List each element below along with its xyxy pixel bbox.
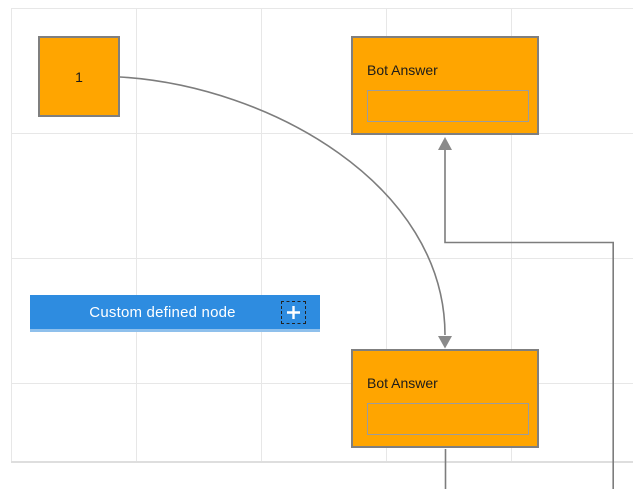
plus-icon[interactable] xyxy=(281,300,306,324)
answer-field[interactable] xyxy=(367,90,529,122)
custom-defined-node-button[interactable]: Custom defined node xyxy=(30,295,320,332)
node-title: Bot Answer xyxy=(367,375,438,391)
node-bot-answer-top[interactable]: Bot Answer xyxy=(351,36,539,135)
node-start-label: 1 xyxy=(75,68,83,85)
answer-field[interactable] xyxy=(367,403,529,435)
custom-node-label: Custom defined node xyxy=(89,303,236,321)
node-bot-answer-bottom[interactable]: Bot Answer xyxy=(351,349,539,448)
node-title: Bot Answer xyxy=(367,62,438,78)
node-start[interactable]: 1 xyxy=(38,36,120,117)
